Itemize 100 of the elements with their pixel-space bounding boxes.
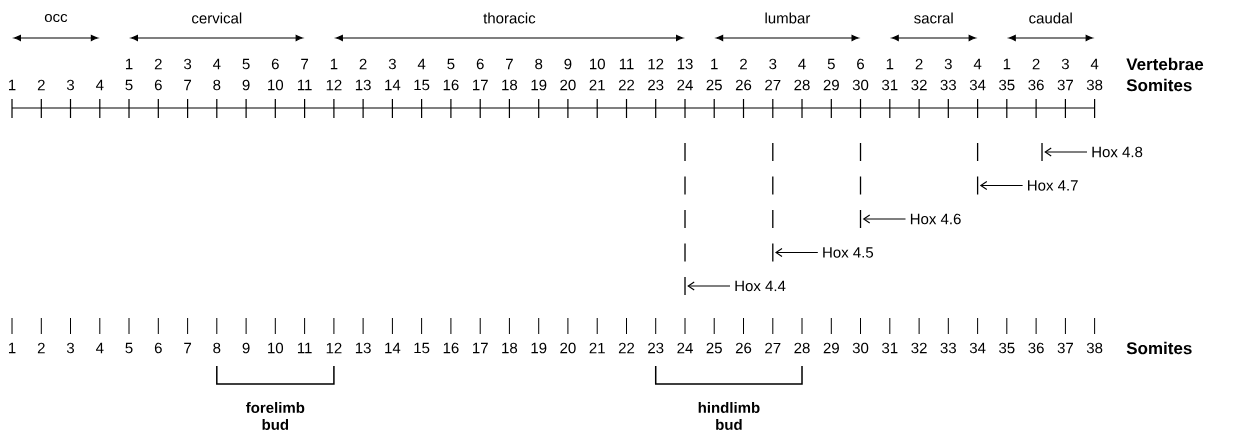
somite-number: 28	[794, 79, 810, 91]
somite-number: 32	[911, 79, 927, 91]
vertebra-number: 5	[242, 58, 250, 70]
boundary-line	[1041, 142, 1043, 162]
somite-number: 11	[297, 342, 312, 354]
somite-number: 18	[502, 79, 518, 91]
boundary-line	[859, 142, 862, 229]
vertebra-number: 4	[798, 58, 806, 70]
somite-number: 11	[297, 79, 312, 91]
somite-number: 17	[473, 79, 488, 91]
somite-number: 33	[940, 342, 956, 354]
boundary-line	[772, 142, 774, 263]
vertebra-number: 4	[973, 58, 982, 70]
vertebra-number: 7	[506, 58, 513, 70]
somite-number: 29	[823, 342, 839, 354]
somite-number: 12	[326, 342, 342, 354]
somite-number: 28	[794, 342, 810, 354]
somite-number: 12	[326, 79, 342, 91]
somite-number: 30	[852, 79, 869, 91]
somite-number: 19	[531, 342, 547, 354]
row-label: Vertebrae	[1126, 57, 1204, 71]
gene-label: Hox 4.4	[735, 280, 786, 292]
somite-number: 6	[154, 342, 162, 354]
vertebra-number: 2	[154, 58, 162, 70]
leader-arrow	[687, 281, 731, 291]
somite-number: 35	[999, 342, 1015, 354]
somite-number: 7	[184, 342, 192, 354]
somite-number: 13	[355, 342, 371, 354]
vertebra-number: 6	[476, 58, 484, 70]
somite-number: 26	[735, 79, 752, 91]
leader-arrow	[862, 214, 907, 224]
vertebra-number: 5	[827, 58, 835, 70]
somite-number: 37	[1057, 342, 1073, 354]
somite-number: 4	[96, 342, 104, 354]
vertebra-number: 4	[1090, 58, 1099, 70]
region-label: sacral	[914, 12, 953, 24]
somite-number: 23	[648, 342, 664, 354]
region-label: thoracic	[483, 12, 536, 24]
vertebra-number: 2	[1032, 58, 1040, 70]
vertebra-number: 1	[1003, 58, 1011, 70]
somite-number: 24	[677, 342, 693, 354]
vertebra-number: 1	[330, 58, 338, 70]
somite-number: 18	[502, 342, 518, 354]
somite-number: 9	[242, 79, 250, 91]
somite-number: 5	[125, 79, 133, 91]
gene-label: Hox 4.5	[823, 247, 874, 258]
vertebra-number: 6	[857, 58, 864, 70]
somite-number: 14	[385, 79, 401, 91]
somite-number: 32	[911, 342, 927, 354]
somite-number: 27	[765, 342, 781, 354]
somite-number: 35	[999, 79, 1015, 91]
somite-number: 13	[355, 79, 371, 91]
somite-number: 6	[154, 79, 162, 91]
region-label: lumbar	[765, 12, 811, 24]
somite-number: 31	[882, 342, 898, 354]
somite-number: 16	[443, 342, 459, 354]
somite-number: 14	[385, 342, 401, 354]
vertebra-number: 2	[740, 58, 747, 70]
somite-number: 22	[618, 79, 635, 91]
somite-number: 21	[589, 342, 605, 354]
region-label: caudal	[1029, 12, 1072, 24]
somite-number: 2	[37, 79, 45, 91]
somite-number: 16	[443, 79, 459, 91]
somite-number: 5	[125, 342, 133, 354]
somite-number: 22	[618, 342, 635, 354]
vertebra-number: 3	[184, 58, 192, 70]
somite-number: 10	[268, 342, 284, 354]
somite-number: 1	[9, 79, 16, 91]
somite-number: 23	[648, 79, 664, 91]
vertebra-number: 3	[769, 58, 777, 70]
somite-number: 10	[268, 79, 284, 91]
leader-arrow	[1044, 147, 1088, 157]
vertebra-number: 3	[944, 58, 952, 70]
boundary-line	[684, 142, 686, 296]
vertebra-number: 4	[213, 58, 221, 70]
vertebra-number: 1	[886, 58, 894, 70]
vertebra-number: 6	[271, 58, 279, 70]
somite-number: 3	[66, 79, 74, 91]
somite-number: 27	[765, 79, 781, 91]
somite-number: 15	[414, 342, 430, 354]
vertebra-number: 7	[301, 58, 309, 70]
somite-number: 38	[1086, 79, 1103, 91]
vertebra-number: 3	[1061, 58, 1069, 70]
vertebra-number: 1	[126, 58, 133, 70]
row-label: Somites	[1126, 341, 1192, 355]
somite-number: 21	[589, 79, 605, 91]
boundary-line	[976, 142, 979, 196]
somite-number: 24	[677, 79, 693, 91]
leader-arrow	[979, 180, 1024, 191]
somite-number: 7	[184, 79, 192, 91]
limb-bud-label: hindlimb bud	[698, 402, 760, 430]
somite-number: 15	[414, 79, 430, 91]
vertebra-number: 11	[619, 58, 634, 70]
somite-number: 17	[473, 342, 488, 354]
somite-number: 29	[823, 79, 839, 91]
row-label: Somites	[1126, 78, 1192, 92]
vertebra-number: 12	[648, 58, 664, 70]
vertebra-number: 2	[915, 58, 923, 70]
vertebra-number: 8	[535, 58, 543, 70]
somite-number: 30	[852, 342, 869, 354]
